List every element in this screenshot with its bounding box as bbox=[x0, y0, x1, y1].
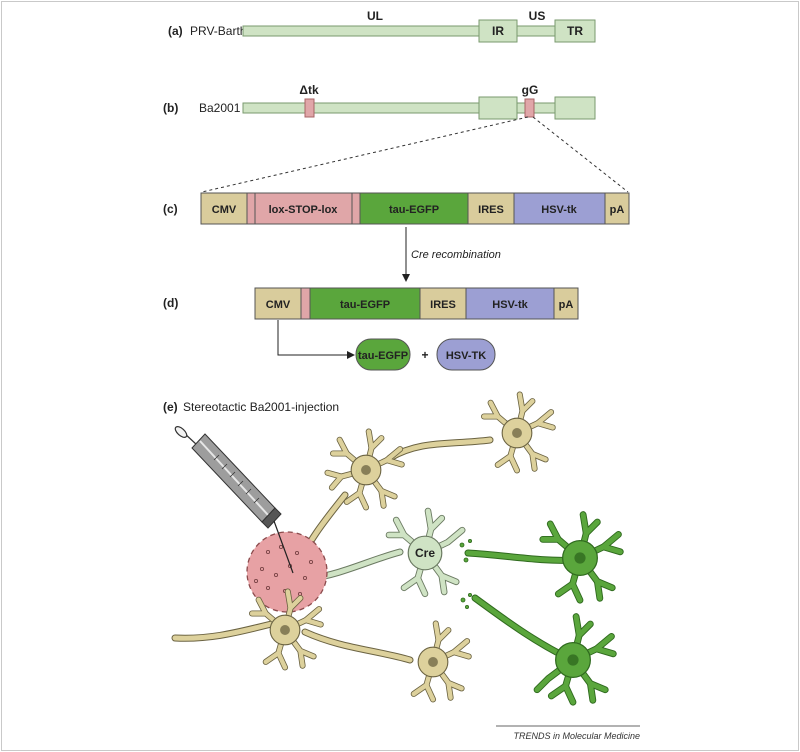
arrowhead-icon bbox=[402, 274, 410, 282]
panel-c-lox-stop-lox bbox=[254, 192, 353, 225]
panel-c-lox-site-left bbox=[246, 192, 256, 225]
panel-a-tr-label: TR bbox=[567, 24, 583, 38]
panel-d-ires-label: IRES bbox=[430, 299, 456, 311]
syringe-icon bbox=[174, 426, 294, 574]
panel-b-name: Ba2001 bbox=[199, 101, 241, 115]
panel-a-letter: (a) bbox=[168, 24, 183, 38]
panel-b-tr-box bbox=[554, 96, 596, 120]
panel-a-ul-label: UL bbox=[367, 9, 383, 23]
panel-a-us-label: US bbox=[529, 9, 546, 23]
panel-c-pa bbox=[604, 192, 630, 225]
panel-b-dtk-label: Δtk bbox=[299, 83, 319, 97]
product-plus-sign: + bbox=[421, 348, 428, 362]
product-hsv-tk bbox=[436, 338, 496, 371]
panel-d: (d) CMV tau-EGFP IRES HSV-tk pA tau-EGFP… bbox=[163, 287, 579, 371]
neuron-tan-bottom-left bbox=[248, 588, 324, 671]
panel-d-tau-egfp bbox=[309, 287, 421, 320]
expression-arrowhead-icon bbox=[347, 351, 355, 359]
panel-c-hsvtk-label: HSV-tk bbox=[541, 204, 577, 216]
zoom-line-left bbox=[201, 116, 529, 193]
panel-c-hsv-tk bbox=[513, 192, 606, 225]
panel-a-tr-box bbox=[554, 19, 596, 43]
product-tau-egfp-label: tau-EGFP bbox=[358, 350, 408, 362]
panel-a-us-backbone bbox=[516, 25, 556, 37]
product-hsv-tk-label: HSV-TK bbox=[446, 350, 486, 362]
neuron-tan-bottom-center bbox=[410, 620, 472, 703]
zoom-line-right bbox=[532, 116, 629, 193]
panel-b-dtk-marker bbox=[304, 98, 315, 118]
panel-d-cmv-label: CMV bbox=[266, 299, 291, 311]
neuron-cre bbox=[385, 507, 466, 598]
panel-b-ul-backbone bbox=[242, 102, 480, 114]
panel-e: (e) Stereotactic Ba2001-injection bbox=[163, 391, 624, 706]
panel-c-lox-site-right bbox=[351, 192, 361, 225]
panel-c-ires-label: IRES bbox=[478, 204, 504, 216]
cre-label: Cre bbox=[415, 546, 435, 560]
panel-b-gg-label: gG bbox=[522, 83, 539, 97]
panel-a-ir-label: IR bbox=[492, 24, 504, 38]
panel-b-ir-box bbox=[478, 96, 518, 120]
cre-recombination-label: Cre recombination bbox=[411, 249, 501, 261]
panel-d-hsv-tk bbox=[465, 287, 555, 320]
product-tau-egfp bbox=[355, 338, 411, 371]
panel-a: (a) PRV-Bartha UL US IR TR bbox=[168, 9, 596, 43]
panel-a-ul-backbone bbox=[242, 25, 480, 37]
panel-e-letter: (e) bbox=[163, 400, 178, 414]
panel-c-lox-label: lox-STOP-lox bbox=[269, 204, 339, 216]
synapse-virions bbox=[459, 539, 472, 610]
neuron-tan-top-right bbox=[480, 391, 556, 474]
panel-d-hsvtk-label: HSV-tk bbox=[492, 299, 528, 311]
panel-b-letter: (b) bbox=[163, 101, 178, 115]
neuron-green-top bbox=[539, 511, 624, 604]
panel-c-letter: (c) bbox=[163, 202, 178, 216]
panel-a-name: PRV-Bartha bbox=[190, 24, 253, 38]
panel-b-us-backbone bbox=[516, 102, 556, 114]
injection-site bbox=[246, 531, 328, 613]
panel-d-cmv bbox=[254, 287, 302, 320]
neuron-green-bottom bbox=[533, 613, 617, 706]
expression-arrow bbox=[277, 320, 348, 356]
panel-c-egfp-label: tau-EGFP bbox=[389, 204, 439, 216]
panel-e-title: Stereotactic Ba2001-injection bbox=[183, 400, 339, 414]
neuron-tan-top-center bbox=[324, 428, 405, 511]
panel-d-lox-site bbox=[300, 287, 311, 320]
panel-b: (b) Ba2001 Δtk gG bbox=[163, 83, 596, 120]
credit-text: TRENDS in Molecular Medicine bbox=[513, 731, 640, 741]
cre-recombination-arrow: Cre recombination bbox=[402, 227, 501, 282]
panel-b-gg-marker bbox=[524, 98, 535, 118]
panel-d-pa bbox=[553, 287, 579, 320]
virus-particles bbox=[253, 544, 314, 597]
panel-c-cmv-label: CMV bbox=[212, 204, 237, 216]
panel-d-egfp-label: tau-EGFP bbox=[340, 299, 390, 311]
panel-c: (c) CMV lox-STOP-lox tau-EGFP IRES HSV-t… bbox=[163, 192, 630, 225]
panel-c-tau-egfp bbox=[359, 192, 469, 225]
panel-c-ires bbox=[467, 192, 515, 225]
panel-d-letter: (d) bbox=[163, 296, 178, 310]
panel-d-pa-label: pA bbox=[559, 299, 574, 311]
panel-c-pa-label: pA bbox=[610, 204, 625, 216]
